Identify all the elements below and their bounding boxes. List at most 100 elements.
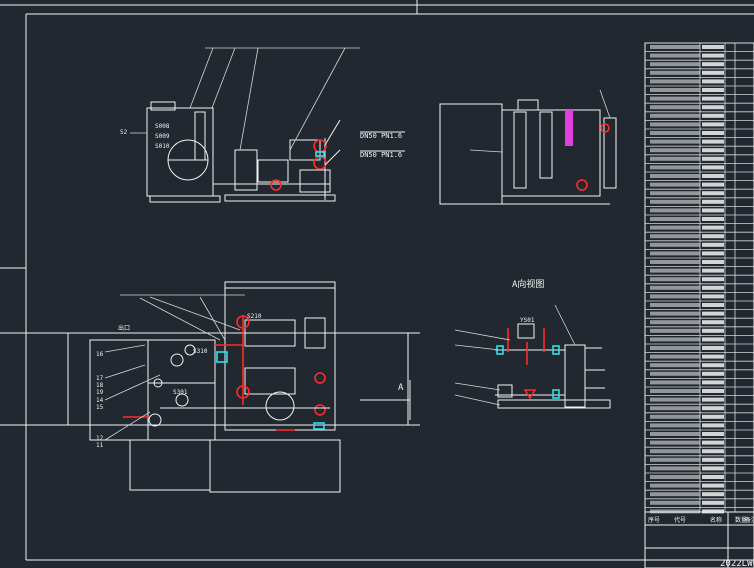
table-row-code [650, 509, 700, 514]
table-row-name [702, 457, 724, 462]
table-row-code [650, 260, 700, 264]
table-row-name [702, 199, 724, 204]
table-row-code [650, 191, 700, 196]
table-row-name [702, 156, 724, 161]
part-number: 16 [96, 351, 104, 358]
table-row-code [650, 466, 700, 471]
table-row-name [702, 440, 724, 445]
table-row-code [650, 131, 700, 135]
table-row-name [702, 294, 724, 299]
header-index: 序号 [648, 516, 660, 524]
table-row-code [650, 88, 700, 92]
table-row-code [650, 199, 700, 204]
table-row-code [650, 406, 700, 411]
tank-tag: S008 [155, 123, 170, 130]
part-number: 14 [96, 397, 104, 404]
title-block: 序号 代号 名称 数量 备注 2022LW01 [644, 511, 754, 568]
table-row-name [702, 251, 724, 256]
drawing-number: 2022LW01 [720, 559, 754, 568]
table-row-name [702, 191, 724, 196]
table-row-code [650, 53, 700, 58]
table-row-code [650, 79, 700, 84]
part-number: 17 [96, 375, 104, 382]
part-number: 19 [96, 389, 104, 396]
table-row-name [702, 320, 724, 325]
table-row-code [650, 225, 700, 230]
part-label: 52 [120, 129, 128, 136]
table-row-code [650, 174, 700, 178]
table-row-name [702, 139, 724, 144]
table-row-code [650, 337, 700, 342]
table-row-name [702, 363, 724, 368]
front-elevation-view[interactable]: DN50 PN1.6 DN50 PN1.6 S008 S009 S010 52 [120, 47, 405, 203]
section-view-title: A向视图 [512, 278, 544, 290]
table-row-code [650, 105, 700, 110]
part-number: 11 [96, 442, 104, 449]
section-marker-a: A [398, 383, 404, 393]
table-row-name [702, 268, 724, 273]
table-row-name [702, 96, 724, 101]
table-row-name [702, 371, 724, 376]
table-row-name [702, 285, 724, 290]
table-row-name [702, 328, 724, 333]
table-row-code [650, 397, 700, 402]
table-row-code [650, 70, 700, 75]
table-row-name [702, 492, 724, 497]
pump-tag-s301: S301 [173, 389, 188, 396]
table-row-code [650, 363, 700, 368]
table-row-code [650, 148, 700, 153]
table-row-name [702, 389, 724, 393]
table-row-name [702, 475, 724, 479]
table-row-name [702, 466, 724, 471]
table-row-name [702, 277, 724, 282]
table-row-code [650, 156, 700, 161]
table-row-name [702, 225, 724, 230]
table-row-name [702, 79, 724, 84]
table-row-code [650, 285, 700, 290]
table-row-name [702, 234, 724, 239]
section-a-view[interactable]: A向视图 YS01 [454, 278, 611, 409]
table-row-code [650, 414, 700, 419]
table-row-code [650, 45, 700, 49]
table-row-name [702, 217, 724, 221]
table-row-code [650, 62, 700, 67]
part-number: 12 [96, 435, 104, 442]
table-row-code [650, 311, 700, 316]
plan-view[interactable]: A S210 S310 S301 出口 16 17 18 19 14 15 12… [0, 281, 420, 493]
part-number: 15 [96, 404, 104, 411]
tank-tag: S010 [155, 143, 170, 150]
table-row-name [702, 105, 724, 110]
pump-tag-s310: S310 [193, 348, 208, 355]
parts-list-table[interactable] [644, 42, 754, 514]
table-row-code [650, 251, 700, 256]
table-row-code [650, 234, 700, 239]
table-row-name [702, 88, 724, 92]
table-row-code [650, 389, 700, 393]
table-row-name [702, 380, 724, 385]
table-row-code [650, 449, 700, 454]
table-row-code [650, 96, 700, 101]
table-row-code [650, 122, 700, 127]
table-row-code [650, 208, 700, 213]
table-row-code [650, 165, 700, 170]
table-row-code [650, 492, 700, 497]
table-row-code [650, 294, 700, 299]
table-row-name [702, 148, 724, 153]
table-row-name [702, 182, 724, 187]
table-row-name [702, 337, 724, 342]
nozzle-spec-2: DN50 PN1.6 [360, 151, 402, 159]
table-row-name [702, 311, 724, 316]
side-elevation-view[interactable] [439, 89, 617, 205]
table-row-name [702, 208, 724, 213]
tank-tag: S009 [155, 133, 170, 140]
table-row-name [702, 260, 724, 264]
table-row-code [650, 242, 700, 247]
table-row-code [650, 328, 700, 333]
table-row-code [650, 371, 700, 376]
table-row-code [650, 354, 700, 359]
table-row-name [702, 113, 724, 118]
table-row-name [702, 70, 724, 75]
table-row-code [650, 182, 700, 187]
